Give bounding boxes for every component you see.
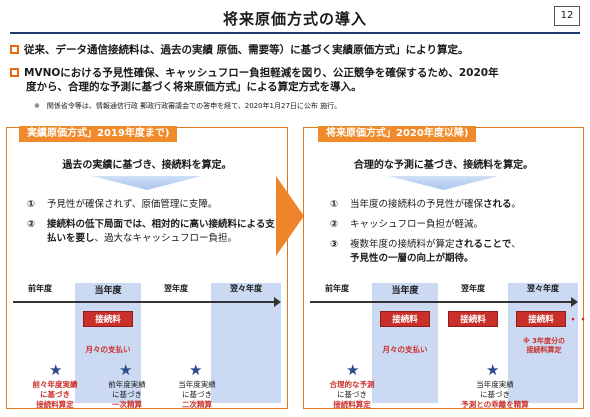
title-rule	[10, 32, 580, 34]
star-label-1: 合理的な予測に基づき接続料算定	[329, 380, 375, 409]
item-text: 複数年度の接続料が算定	[350, 239, 455, 250]
year-label-after-next: 翌々年度	[230, 284, 262, 293]
list-item: ② キャッシュフロー負担が軽減。	[330, 218, 585, 232]
star-label-2: 前年度実績に基づき一次精算	[108, 380, 146, 409]
fee-box: 接続料	[83, 311, 133, 327]
star-label-3: 当年度実績に基づき二次精算	[178, 380, 216, 409]
year-label-next: 翌年度	[461, 284, 485, 293]
year-label-prev: 前年度	[325, 284, 349, 293]
page-number: 12	[554, 6, 580, 26]
footnote: ※ 関係省令等は、情報通信行政 郵政行政審議会での答申を経て、2020年1月27…	[34, 102, 342, 110]
axis-arrow-icon	[274, 297, 281, 307]
panel-future-cost: 将来原価方式」2020年度以降) 合理的な予測に基づき、接続料を算定。 ① 当年…	[303, 126, 590, 409]
fee-box-after-next: 接続料	[516, 311, 566, 327]
list-item: ① 予見性が確保されず、原価管理に支障。	[27, 198, 282, 212]
item-text-bold: 接続料の低下局面では、相対的に高い接	[47, 219, 219, 230]
bullet-1-text: 従来、データ通信接続料は、過去の実績 原価、需要等）に基づく実績原価方式」により…	[24, 44, 469, 56]
axis-arrow-icon	[571, 297, 578, 307]
slide-title: 将来原価方式の導入	[222, 10, 367, 28]
panel-tag: 将来原価方式」2020年度以降)	[318, 126, 477, 142]
item-text-bold-2: 続料による支払いを要し	[47, 219, 275, 244]
star-icon: ★	[486, 361, 500, 379]
item-text-mid: 、	[511, 239, 521, 250]
bullet-1: 従来、データ通信接続料は、過去の実績 原価、需要等）に基づく実績原価方式」により…	[10, 43, 585, 57]
fee-box-current: 接続料	[380, 311, 430, 327]
bullet-2: MVNOにおける予見性確保、キャッシュフロー負担軽減を図り、公正競争を確保するた…	[10, 66, 585, 94]
item-number: ②	[330, 219, 339, 230]
star-icon: ★	[119, 361, 133, 379]
item-text-end: 。	[511, 199, 522, 210]
timeline-current-year-column	[75, 283, 141, 403]
down-arrow-icon	[92, 176, 202, 190]
item-text: 当年度の接続料の予見性が確保	[350, 199, 484, 210]
star-label-1: 前々年度実績に基づき接続料算定	[32, 380, 78, 409]
timeline-current-year-column	[372, 283, 438, 403]
year-label-prev: 前年度	[28, 284, 52, 293]
item-number: ①	[27, 199, 36, 210]
item-text-cont: 、過大なキャッシュ	[94, 233, 181, 244]
item-text: キャッシュフロー負担が軽減。	[350, 219, 484, 230]
timeline: 前年度 当年度 翌年度 翌々年度 接続料 月々の支払い ★ 前々年度実績に基づき…	[13, 283, 283, 409]
year-label-current: 当年度	[94, 286, 122, 296]
timeline: 前年度 当年度 翌年度 翌々年度 接続料 接続料 接続料 ・・・ 月々の支払い …	[310, 283, 590, 409]
item-text-bold: される	[483, 199, 512, 210]
multi-year-note: ※ 3年度分の接続料算定	[522, 337, 566, 354]
issues-list: ① 予見性が確保されず、原価管理に支障。 ② 接続料の低下局面では、相対的に高い…	[27, 198, 282, 252]
year-label-current: 当年度	[391, 286, 419, 296]
list-item: ① 当年度の接続料の予見性が確保される。	[330, 198, 585, 212]
benefits-list: ① 当年度の接続料の予見性が確保される。 ② キャッシュフロー負担が軽減。 ③ …	[330, 198, 585, 272]
star-icon: ★	[346, 361, 360, 379]
bullet-square-icon	[10, 45, 19, 54]
panel-lead: 過去の実績に基づき、接続料を算定。	[62, 160, 232, 171]
list-item: ② 接続料の低下局面では、相対的に高い接続料による支払いを要し、過大なキャッシュ…	[27, 218, 282, 246]
down-arrow-icon	[388, 176, 499, 190]
star-icon: ★	[49, 361, 63, 379]
item-number: ②	[27, 219, 36, 230]
continuation-dots: ・・・	[568, 315, 590, 326]
item-number: ①	[330, 199, 339, 210]
bullet-2-text-cont: 度から、合理的な予測に基づく将来原価方式」による算定方式を導入。	[26, 81, 362, 93]
transition-arrow-icon	[276, 176, 304, 256]
panel-actual-cost: 実績原価方式」2019年度まで) 過去の実績に基づき、接続料を算定。 ① 予見性…	[6, 126, 288, 409]
monthly-payment-label: 月々の支払い	[85, 345, 131, 354]
timeline-axis	[13, 301, 275, 303]
panel-lead: 合理的な予測に基づき、接続料を算定。	[353, 160, 534, 171]
bullet-2-text: MVNOにおける予見性確保、キャッシュフロー負担軽減を図り、公正競争を確保するた…	[24, 67, 499, 79]
star-label-2: 当年度実績に基づき予測との乖離を精算	[461, 380, 529, 409]
year-label-next: 翌年度	[164, 284, 188, 293]
timeline-year-after-next-column	[211, 283, 281, 403]
bullet-square-icon	[10, 68, 19, 77]
list-item: ③ 複数年度の接続料が算定されることで、 予見性の一層の向上が期待。	[330, 238, 585, 266]
item-text-cont-2: フロー負担。	[180, 233, 238, 244]
fee-box-next: 接続料	[448, 311, 498, 327]
item-number: ③	[330, 239, 339, 250]
star-icon: ★	[189, 361, 203, 379]
timeline-axis	[310, 301, 572, 303]
item-text-bold-2: 予見性の一層の向上が期待。	[350, 253, 474, 264]
item-text-bold: されることで	[454, 239, 512, 250]
monthly-payment-label: 月々の支払い	[382, 345, 428, 354]
timeline-year-after-next-column	[508, 283, 578, 403]
panel-tag: 実績原価方式」2019年度まで)	[19, 126, 178, 142]
item-text: 予見性が確保されず、原価管理に支障。	[47, 199, 218, 210]
year-label-after-next: 翌々年度	[527, 284, 559, 293]
